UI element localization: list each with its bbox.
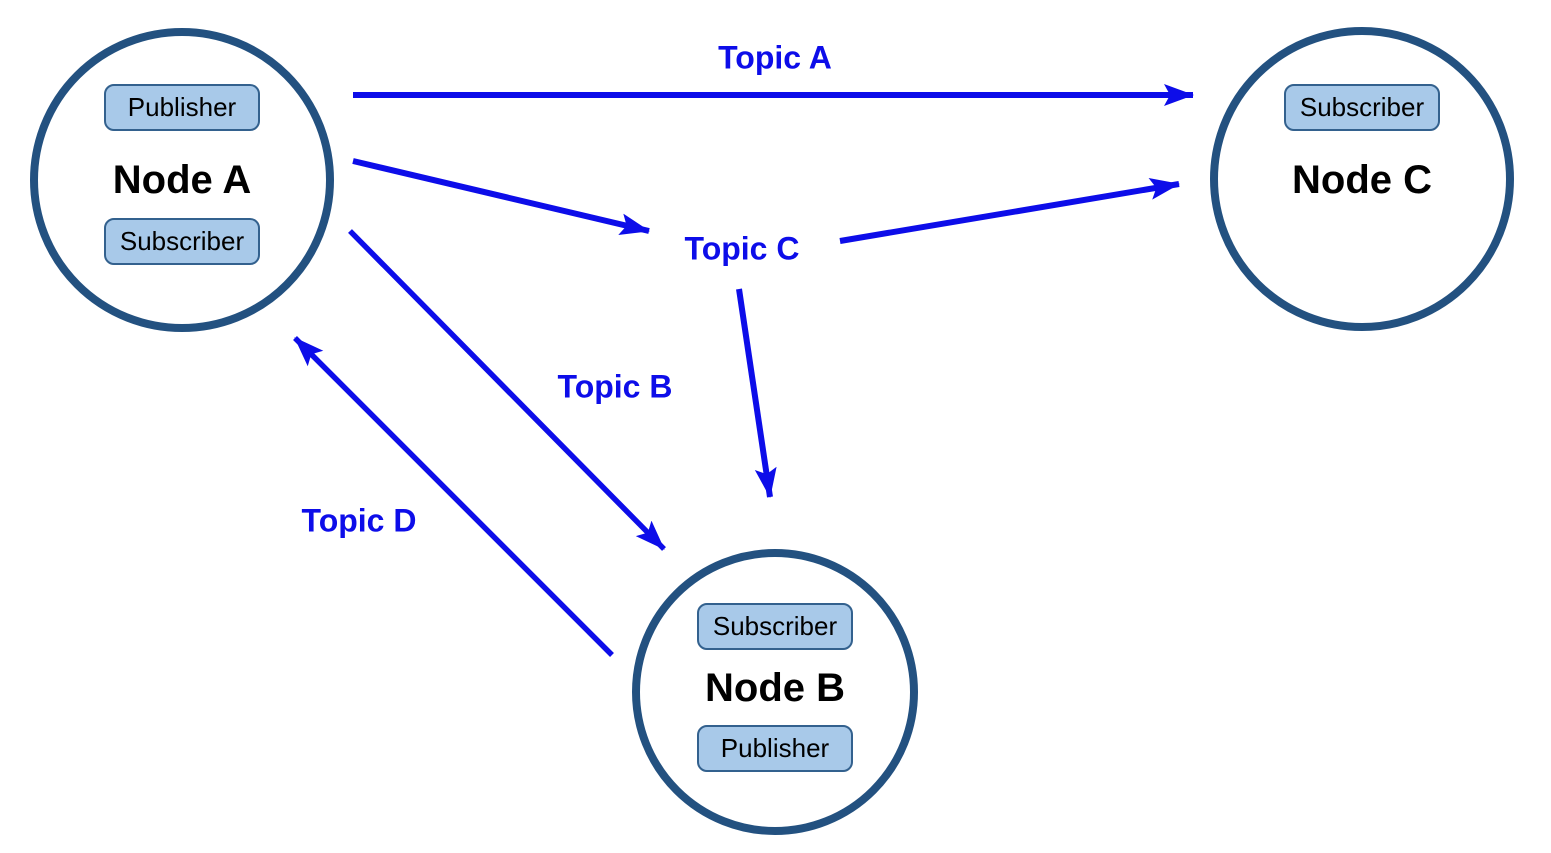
node-b-subscriber-badge: Subscriber [697,603,853,650]
arrow-topic-c-to-node-b [736,288,777,498]
node-c-title: Node C [1292,158,1432,202]
topic-b-label: Topic B [557,368,673,405]
node-a-circle: Publisher Node A Subscriber [30,28,334,332]
node-a-publisher-badge: Publisher [104,84,260,131]
node-c-subscriber-badge: Subscriber [1284,84,1440,131]
arrow-node-b-to-node-a-topic-d [293,336,614,657]
node-b-title: Node B [705,666,845,710]
node-c-circle: Subscriber Node C [1210,27,1514,331]
arrow-topic-c-to-node-c [839,177,1180,244]
node-a-title: Node A [112,158,252,202]
arrow-node-a-to-node-b-topic-b [348,229,666,551]
arrow-node-a-to-topic-c [352,158,650,236]
topic-c-label: Topic C [684,230,800,267]
node-b-publisher-badge: Publisher [697,725,853,772]
topic-a-label: Topic A [718,39,832,76]
topic-d-label: Topic D [301,502,417,539]
node-a-subscriber-badge: Subscriber [104,218,260,265]
node-b-circle: Subscriber Node B Publisher [632,549,918,835]
